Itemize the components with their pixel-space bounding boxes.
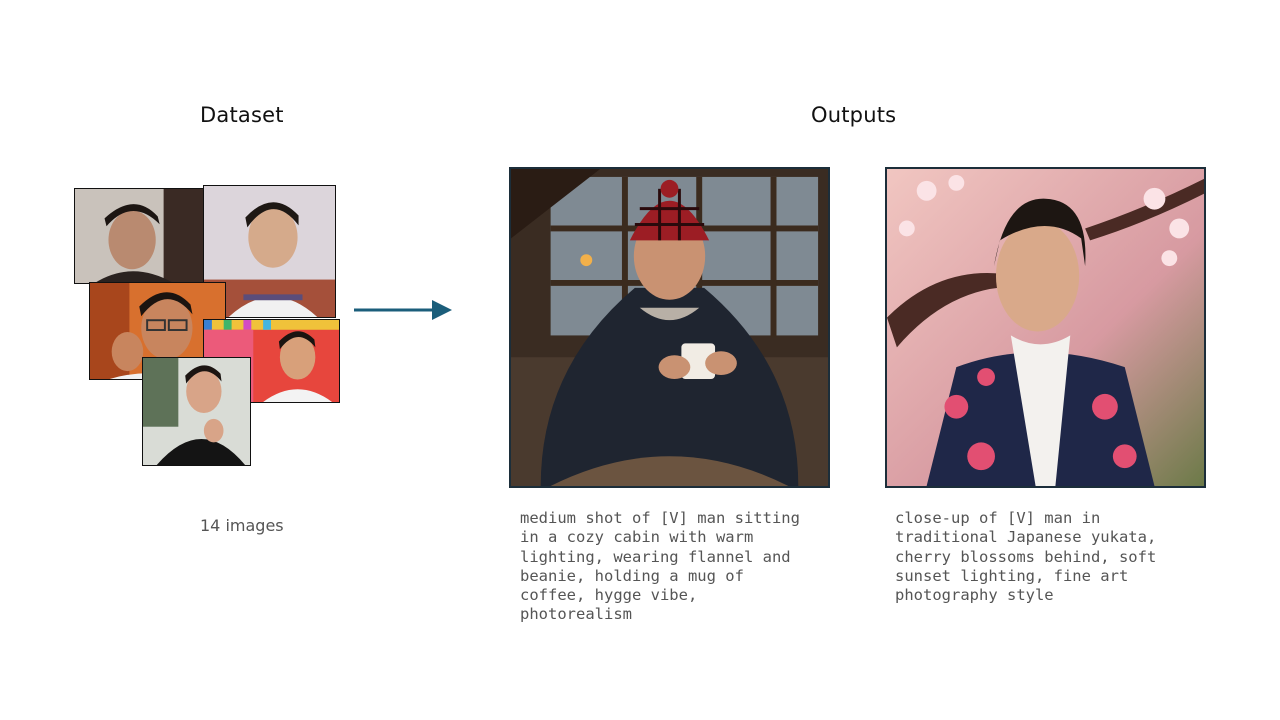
- output-cabin-image: [509, 167, 830, 488]
- dataset-photo-5: [142, 357, 251, 466]
- dataset-photo-1: [74, 188, 204, 284]
- output-yukata-image: [885, 167, 1206, 488]
- output-cabin-caption: medium shot of [V] man sitting in a cozy…: [520, 509, 800, 624]
- image-count-label: 14 images: [200, 516, 284, 535]
- dataset-heading: Dataset: [200, 103, 284, 127]
- arrow-right-icon: [354, 300, 452, 320]
- output-yukata-caption: close-up of [V] man in traditional Japan…: [895, 509, 1157, 605]
- outputs-heading: Outputs: [811, 103, 897, 127]
